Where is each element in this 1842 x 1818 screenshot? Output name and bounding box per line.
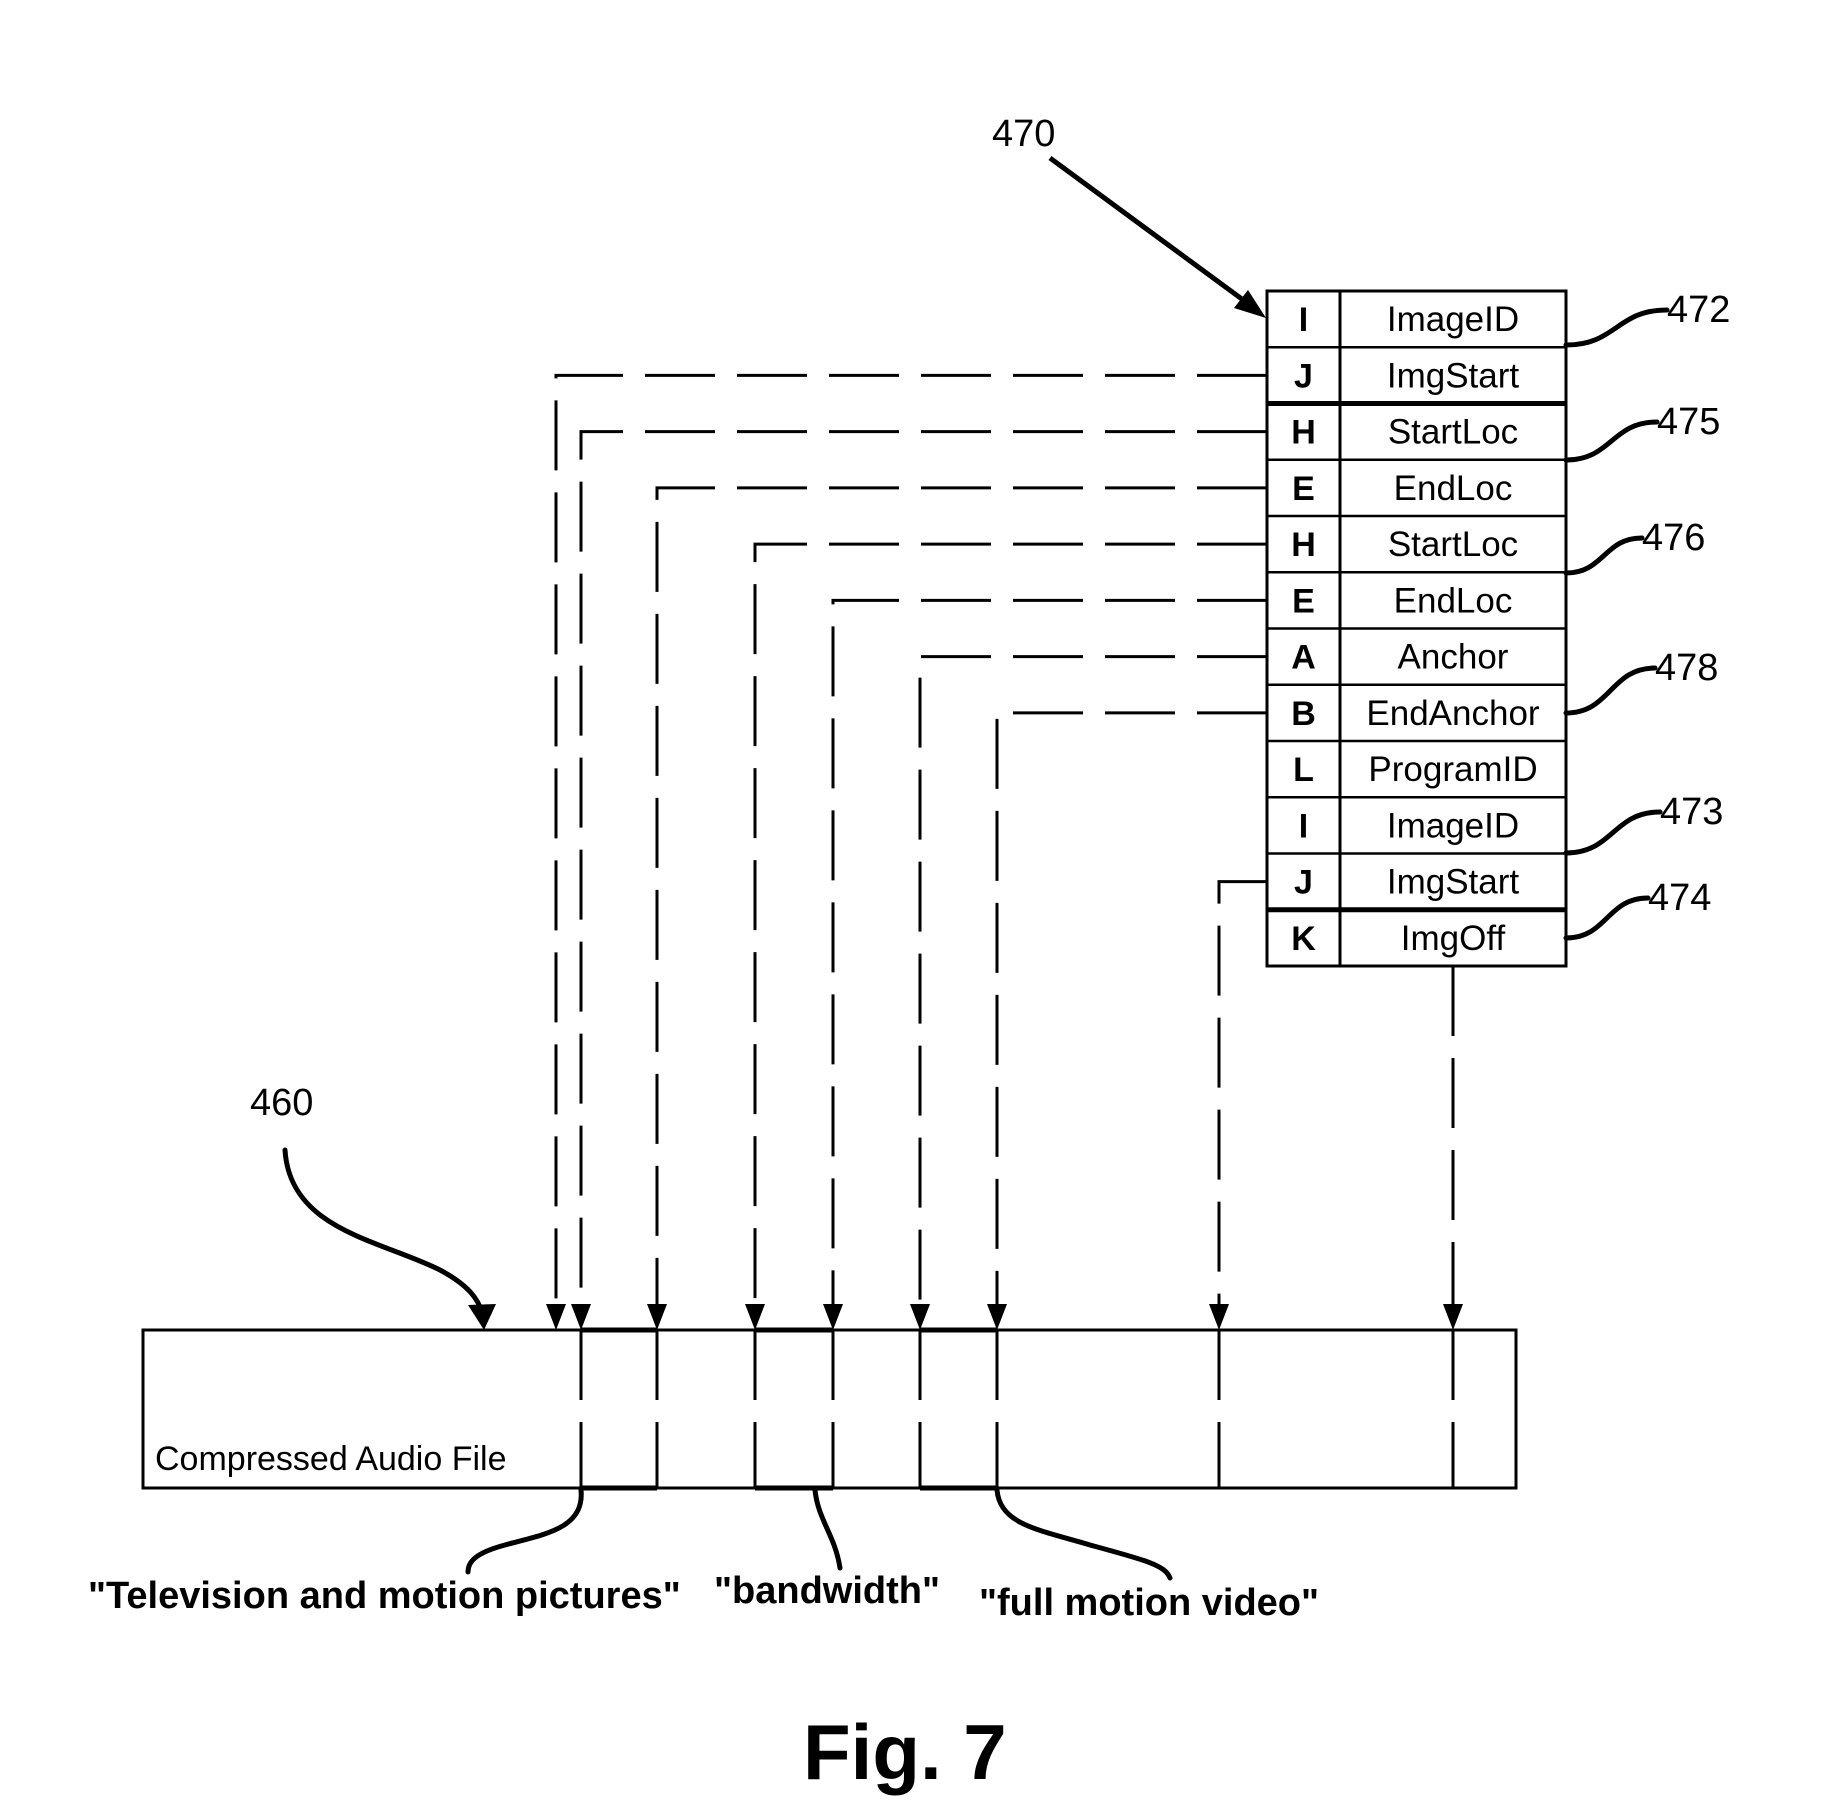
field-name: EndAnchor <box>1366 694 1540 733</box>
arrowhead-icon <box>987 1304 1007 1330</box>
phrase-television: "Television and motion pictures" <box>88 1575 681 1617</box>
group-callout-473: 473 <box>1566 791 1723 853</box>
ref-label-460: 460 <box>250 1082 313 1124</box>
callout-leader <box>1566 422 1657 460</box>
field-name: StartLoc <box>1388 413 1518 452</box>
connector-dashed-line <box>556 375 1267 1308</box>
phrase-bandwidth: "bandwidth" <box>714 1570 940 1612</box>
ref-label-474: 474 <box>1648 877 1711 919</box>
field-code: H <box>1291 414 1316 452</box>
arrowhead-icon <box>647 1304 667 1330</box>
field-name: ImgStart <box>1387 356 1520 395</box>
field-name: EndLoc <box>1394 469 1513 508</box>
table-row: K ImgOff <box>1267 910 1566 958</box>
group-callout-472: 472 <box>1566 289 1730 345</box>
phrase-callouts: "Television and motion pictures" "bandwi… <box>88 1490 1319 1624</box>
table-row: I ImageID <box>1267 797 1566 845</box>
ref-label-473: 473 <box>1660 791 1723 833</box>
arrowhead-icon <box>546 1304 566 1330</box>
connector <box>1209 882 1267 1488</box>
field-name: ImageID <box>1387 300 1519 339</box>
field-name: ImageID <box>1387 806 1519 845</box>
callout-leader <box>1566 668 1655 713</box>
field-name: StartLoc <box>1388 525 1518 564</box>
callout-leader <box>1566 538 1642 573</box>
arrowhead-icon <box>745 1304 765 1330</box>
arrow-470 <box>1050 158 1266 318</box>
callout-leader <box>1566 898 1648 938</box>
connector <box>745 544 1267 1488</box>
connector-dashed-line <box>1219 882 1267 1308</box>
arrowhead-icon <box>823 1304 843 1330</box>
field-table: IImageIDJImgStartHStartLocEEndLocHStartL… <box>1267 291 1566 966</box>
field-code: A <box>1291 639 1316 677</box>
arrowhead-icon <box>571 1304 591 1330</box>
field-code: L <box>1293 751 1314 789</box>
connector-dashed-line <box>997 713 1267 1308</box>
field-name: Anchor <box>1398 638 1509 677</box>
arrowhead-icon <box>910 1304 930 1330</box>
phrase-leader-3 <box>997 1490 1170 1578</box>
field-code: B <box>1291 695 1316 733</box>
arrowhead-icon <box>1209 1304 1229 1330</box>
field-code: H <box>1291 526 1316 564</box>
connector-dashed-line <box>657 488 1267 1308</box>
arrow-460 <box>285 1150 496 1330</box>
connector <box>1443 966 1463 1488</box>
table-row: E EndLoc <box>1267 460 1566 508</box>
connector <box>987 713 1267 1488</box>
table-row: I ImageID <box>1299 300 1519 339</box>
callout-leader <box>1566 310 1667 345</box>
field-code: E <box>1292 470 1315 508</box>
field-code: J <box>1294 357 1313 395</box>
group-callout-475: 475 <box>1566 401 1720 460</box>
field-name: ImgStart <box>1387 863 1520 902</box>
connector-dashed-line <box>581 432 1267 1308</box>
ref-label-470: 470 <box>992 113 1055 155</box>
connector-lines <box>546 375 1463 1488</box>
callout-leader <box>1566 812 1660 853</box>
table-row: E EndLoc <box>1267 572 1566 620</box>
group-ref-callouts: 472 475 476 478 473 474 <box>1566 289 1730 938</box>
field-name: EndLoc <box>1394 581 1513 620</box>
field-code: I <box>1299 807 1308 845</box>
field-name: ProgramID <box>1368 750 1537 789</box>
table-row: H StartLoc <box>1267 516 1566 564</box>
span-markers <box>581 1330 997 1488</box>
field-code: E <box>1292 582 1315 620</box>
table-row: J ImgStart <box>1267 854 1566 902</box>
connector-dashed-line <box>833 600 1267 1308</box>
connector <box>910 657 1267 1488</box>
arrowhead-icon <box>1443 1304 1463 1330</box>
phrase-full-motion-video: "full motion video" <box>979 1582 1319 1624</box>
compressed-audio-file-box: Compressed Audio File <box>143 1330 1516 1488</box>
connector <box>823 600 1267 1488</box>
figure-caption: Fig. 7 <box>803 1708 1007 1796</box>
table-row: A Anchor <box>1267 629 1566 677</box>
field-code: K <box>1291 920 1316 958</box>
table-row: L ProgramID <box>1267 741 1566 789</box>
field-code: J <box>1294 864 1313 902</box>
ref-label-478: 478 <box>1655 647 1718 689</box>
audio-file-title: Compressed Audio File <box>155 1440 507 1478</box>
ref-label-476: 476 <box>1642 517 1705 559</box>
connector-dashed-line <box>920 657 1267 1308</box>
connector <box>647 488 1267 1488</box>
field-code: I <box>1299 301 1308 339</box>
table-row: J ImgStart <box>1267 347 1566 395</box>
phrase-leader-1 <box>468 1490 581 1572</box>
field-name: ImgOff <box>1401 919 1506 958</box>
connector <box>546 375 1267 1330</box>
table-row: B EndAnchor <box>1267 685 1566 733</box>
group-callout-476: 476 <box>1566 517 1705 573</box>
group-callout-478: 478 <box>1566 647 1718 713</box>
group-callout-474: 474 <box>1566 877 1711 938</box>
ref-label-475: 475 <box>1657 401 1720 443</box>
ref-label-472: 472 <box>1667 289 1730 331</box>
phrase-leader-2 <box>815 1490 840 1568</box>
table-row: H StartLoc <box>1267 404 1566 452</box>
